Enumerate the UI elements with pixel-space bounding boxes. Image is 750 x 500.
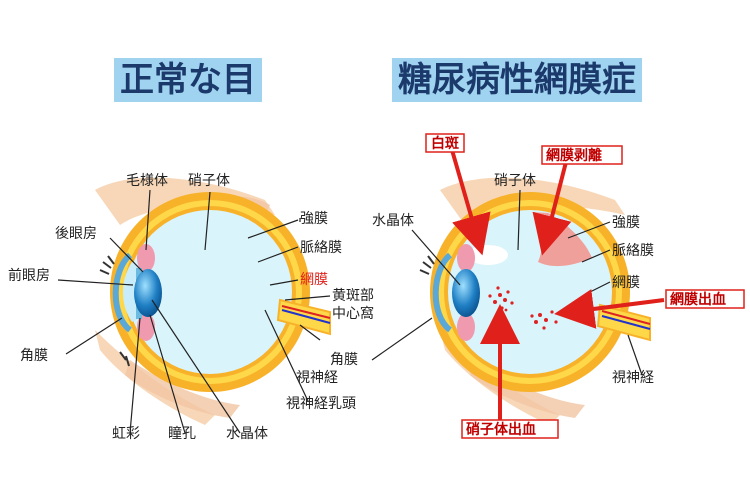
retinal-detachment-callout: 網膜剥離 [541, 145, 623, 165]
optic-nerve [276, 298, 331, 336]
diabetic-eye-title: 糖尿病性網膜症 [392, 58, 642, 102]
label-posterior-chamber: 後眼房 [55, 226, 97, 242]
ciliary-body-lower [137, 313, 155, 341]
normal-eye-title: 正常な目 [114, 58, 262, 102]
label-sclera-right: 強膜 [612, 215, 640, 231]
lower-eyelashes [119, 351, 130, 367]
label-ciliary-body: 毛様体 [126, 173, 168, 189]
cornea-right [432, 252, 453, 333]
label-anterior-chamber: 前眼房 [8, 267, 50, 284]
red-arrows [450, 149, 665, 420]
optic-nerve-right [596, 303, 651, 342]
ciliary-body-upper [137, 244, 155, 272]
iris-lower [136, 305, 142, 319]
label-vitreous-body-right: 硝子体 [494, 173, 536, 189]
label-optic-nerve: 視神経 [296, 370, 338, 386]
label-iris: 虹彩 [112, 426, 140, 442]
label-optic-disc: 視神経乳頭 [286, 396, 356, 412]
cornea [112, 252, 133, 333]
lens-right [452, 269, 480, 317]
label-pupil: 瞳孔 [168, 425, 196, 442]
label-fovea: 中心窩 [332, 305, 374, 322]
label-vitreous-body: 硝子体 [188, 173, 230, 189]
label-retina-right: 網膜 [612, 275, 640, 291]
label-choroid-right: 脈絡膜 [612, 243, 654, 259]
label-cornea: 角膜 [20, 348, 48, 364]
label-lens-right: 水晶体 [372, 213, 414, 229]
label-sclera: 強膜 [300, 211, 328, 227]
eyelashes [99, 255, 115, 275]
label-macula: 黄斑部 [332, 287, 374, 304]
ciliary-body-upper-right [457, 244, 475, 272]
label-optic-nerve-right: 視神経 [612, 370, 654, 386]
lower-skin-fold [125, 360, 240, 418]
diabetic-leader-lines [371, 189, 643, 376]
retinal-hemorrhage-callout: 網膜出血 [665, 289, 745, 309]
label-retina: 網膜 [300, 272, 328, 288]
label-lens: 水晶体 [226, 426, 268, 442]
eyelashes-right [419, 255, 435, 275]
normal-leader-lines [57, 189, 331, 434]
normal-eye: 毛様体 硝子体 後眼房 前眼房 強膜 脈絡膜 網膜 黄斑部 中心窩 視神経 角膜… [8, 173, 374, 442]
vitreous-hemorrhage-callout: 硝子体出血 [461, 419, 559, 439]
label-retinal-hemorrhage: 網膜出血 [670, 291, 726, 308]
label-cornea-right: 角膜 [330, 352, 358, 368]
anterior-chamber [123, 262, 140, 322]
vitreous-body [128, 210, 292, 374]
diabetic-eye: 硝子体 水晶体 強膜 脈絡膜 網膜 角膜 視神経 白斑 網膜剥離 網膜出血 硝子… [330, 133, 745, 439]
label-choroid: 脈絡膜 [300, 240, 342, 256]
white-spot-callout: 白斑 [425, 133, 465, 153]
label-vitreous-hemorrhage: 硝子体出血 [466, 421, 536, 438]
label-retinal-detachment: 網膜剥離 [546, 147, 602, 164]
label-white-spot: 白斑 [431, 135, 459, 152]
ciliary-body-lower-right [457, 313, 475, 341]
